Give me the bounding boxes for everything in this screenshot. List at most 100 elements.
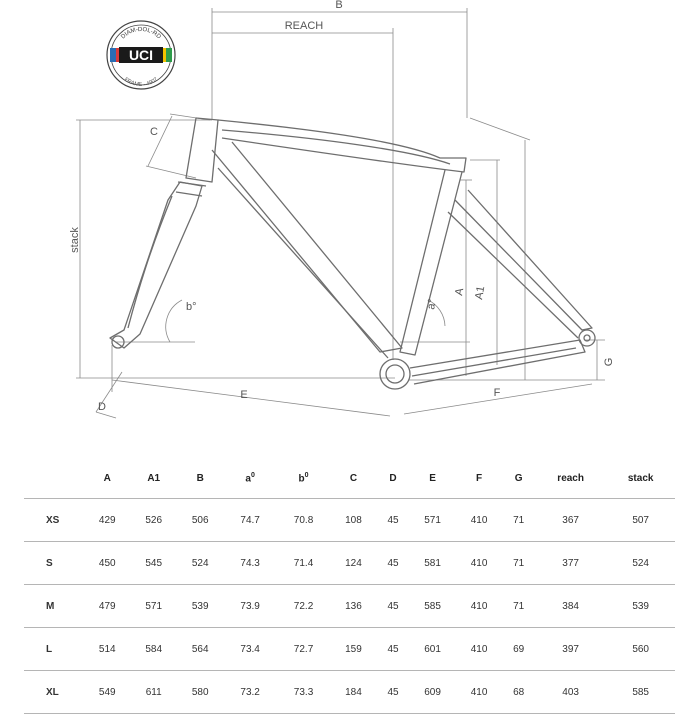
table-cell: 410 bbox=[455, 541, 503, 585]
label-C: C bbox=[150, 126, 158, 138]
table-cell: 71 bbox=[502, 541, 535, 585]
table-cell: 184 bbox=[330, 670, 377, 714]
table-cell: 72.7 bbox=[276, 627, 331, 671]
table-cell: 507 bbox=[606, 498, 675, 542]
table-cell: 136 bbox=[330, 584, 377, 628]
header-C: C bbox=[349, 472, 358, 484]
table-cell: 73.4 bbox=[223, 627, 277, 671]
size-cell: S bbox=[24, 541, 84, 585]
label-G: G bbox=[603, 358, 615, 367]
table-cell: 609 bbox=[409, 670, 456, 714]
table-cell: 524 bbox=[176, 541, 224, 585]
table-cell: 524 bbox=[606, 541, 675, 585]
table-cell: 549 bbox=[84, 670, 131, 714]
table-cell: 410 bbox=[455, 627, 503, 671]
table-cell: 545 bbox=[130, 541, 177, 585]
table-cell: 585 bbox=[606, 670, 675, 714]
header-B: B bbox=[196, 472, 204, 484]
header-F: F bbox=[476, 472, 483, 484]
label-a-angle: a° bbox=[425, 298, 439, 310]
table-cell: 397 bbox=[534, 627, 607, 671]
label-B: B bbox=[335, 0, 342, 11]
table-cell: 45 bbox=[376, 627, 410, 671]
dimension-labels: B REACH C stack b° a° A A1 G E F D bbox=[69, 0, 615, 413]
table-cell: 45 bbox=[376, 584, 410, 628]
table-cell: 450 bbox=[84, 541, 131, 585]
table-cell: 580 bbox=[176, 670, 224, 714]
geometry-table-header-row: A A1 B a0 b0 C D E F G reach stack bbox=[24, 458, 675, 499]
label-stack: stack bbox=[69, 227, 81, 253]
label-D: D bbox=[98, 401, 106, 413]
table-cell: 611 bbox=[130, 670, 177, 714]
label-E: E bbox=[240, 389, 247, 401]
table-cell: 410 bbox=[455, 498, 503, 542]
table-cell: 68 bbox=[502, 670, 535, 714]
dimension-lines bbox=[76, 8, 605, 419]
table-cell: 539 bbox=[606, 584, 675, 628]
table-cell: 564 bbox=[176, 627, 224, 671]
header-a-angle: a0 bbox=[245, 471, 255, 485]
label-reach: REACH bbox=[285, 20, 324, 32]
table-cell: 73.9 bbox=[223, 584, 277, 628]
table-cell: 539 bbox=[176, 584, 224, 628]
header-a-angle-text: a bbox=[245, 473, 251, 485]
table-cell: 506 bbox=[176, 498, 224, 542]
table-cell: 410 bbox=[455, 670, 503, 714]
table-cell: 73.3 bbox=[276, 670, 331, 714]
table-cell: 479 bbox=[84, 584, 131, 628]
label-F: F bbox=[494, 387, 501, 399]
table-cell: 526 bbox=[130, 498, 177, 542]
table-cell: 377 bbox=[534, 541, 607, 585]
header-b-angle: b0 bbox=[298, 471, 309, 485]
table-cell: 70.8 bbox=[276, 498, 331, 542]
label-b-angle: b° bbox=[186, 301, 197, 313]
table-cell: 403 bbox=[534, 670, 607, 714]
table-cell: 73.2 bbox=[223, 670, 277, 714]
table-cell: 571 bbox=[130, 584, 177, 628]
size-cell: XS bbox=[24, 498, 84, 542]
bike-frame bbox=[109, 117, 596, 390]
table-cell: 71.4 bbox=[276, 541, 331, 585]
header-D: D bbox=[389, 472, 397, 484]
size-cell: XL bbox=[24, 670, 84, 714]
uci-approved-badge: DIAM-DOL-RD FRAME · 4907 UCI bbox=[106, 20, 176, 90]
table-cell: 429 bbox=[84, 498, 131, 542]
table-cell: 584 bbox=[130, 627, 177, 671]
table-cell: 601 bbox=[409, 627, 456, 671]
header-b-angle-text: b bbox=[298, 473, 305, 485]
table-cell: 384 bbox=[534, 584, 607, 628]
table-cell: 69 bbox=[502, 627, 535, 671]
table-cell: 71 bbox=[502, 584, 535, 628]
frame-geometry-diagram: DIAM-DOL-RD FRAME · 4907 UCI bbox=[69, 0, 615, 419]
table-cell: 108 bbox=[330, 498, 377, 542]
table-cell: 367 bbox=[534, 498, 607, 542]
header-E: E bbox=[429, 472, 436, 484]
label-A1: A1 bbox=[473, 285, 487, 300]
table-cell: 45 bbox=[376, 498, 410, 542]
table-cell: 71 bbox=[502, 498, 535, 542]
badge-ring-bottom-text: FRAME · 4907 bbox=[123, 77, 159, 88]
table-cell: 124 bbox=[330, 541, 377, 585]
size-cell: M bbox=[24, 584, 84, 628]
table-cell: 159 bbox=[330, 627, 377, 671]
header-size bbox=[24, 458, 84, 499]
header-A: A bbox=[103, 472, 111, 484]
table-cell: 581 bbox=[409, 541, 456, 585]
table-cell: 585 bbox=[409, 584, 456, 628]
table-cell: 514 bbox=[84, 627, 131, 671]
table-cell: 45 bbox=[376, 541, 410, 585]
table-cell: 560 bbox=[606, 627, 675, 671]
header-A1: A1 bbox=[147, 472, 161, 484]
table-cell: 45 bbox=[376, 670, 410, 714]
header-reach: reach bbox=[557, 472, 584, 484]
size-cell: L bbox=[24, 627, 84, 671]
header-G: G bbox=[514, 472, 523, 484]
table-cell: 72.2 bbox=[276, 584, 331, 628]
